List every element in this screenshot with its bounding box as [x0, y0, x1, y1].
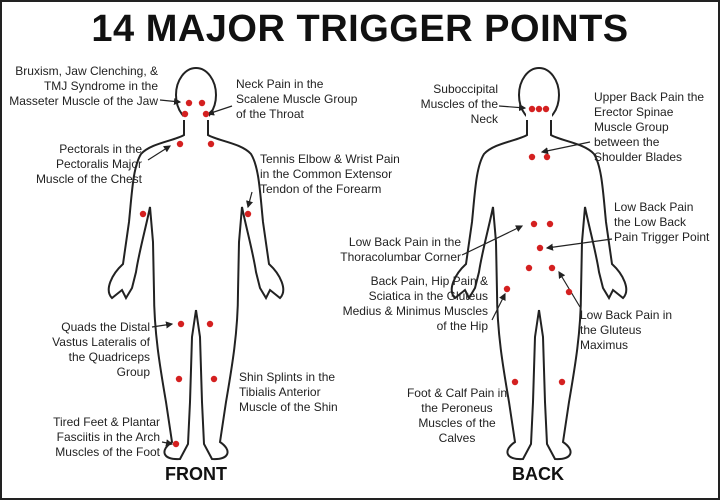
front-view-label: FRONT — [165, 464, 227, 484]
trigger-point-dot — [175, 375, 183, 383]
label-tennis-elbow: Tennis Elbow & Wrist Pain in the Common … — [260, 152, 400, 196]
trigger-point-dot — [528, 153, 536, 161]
trigger-point-dot — [202, 110, 210, 118]
back-view-label: BACK — [512, 464, 564, 484]
trigger-point-dot — [181, 110, 189, 118]
trigger-point-dot — [210, 375, 218, 383]
diagram-title: 14 MAJOR TRIGGER POINTS — [91, 8, 629, 50]
trigger-point-dot — [525, 264, 533, 272]
trigger-point-dot — [503, 285, 511, 293]
label-plantar-fasciitis: Tired Feet & Plantar Fasciitis in the Ar… — [53, 415, 160, 459]
label-jaw: Bruxism, Jaw Clenching, & TMJ Syndrome i… — [9, 64, 158, 108]
label-low-back-trigger: Low Back Pain the Low Back Pain Trigger … — [614, 200, 710, 244]
trigger-point-dot — [176, 140, 184, 148]
trigger-point-dot — [548, 264, 556, 272]
label-pectorals: Pectorals in the Pectoralis Major Muscle… — [35, 142, 142, 186]
label-thoracolumbar: Low Back Pain in the Thoracolumbar Corne… — [340, 235, 461, 264]
label-upper-back: Upper Back Pain the Erector Spinae Muscl… — [594, 90, 705, 164]
trigger-point-dot — [139, 210, 147, 218]
trigger-point-dot — [542, 105, 550, 113]
trigger-point-dot — [207, 140, 215, 148]
trigger-point-dot — [244, 210, 252, 218]
trigger-point-dot — [530, 220, 538, 228]
pointer-arrows — [147, 97, 613, 447]
trigger-point-dot — [511, 378, 519, 386]
trigger-point-dot — [536, 244, 544, 252]
trigger-point-dot — [558, 378, 566, 386]
trigger-point-dot — [185, 99, 193, 107]
label-peroneus: Foot & Calf Pain in the Peroneus Muscles… — [406, 386, 508, 445]
trigger-point-dot — [206, 320, 214, 328]
label-gluteus-medius: Back Pain, Hip Pain & Sciatica in the Gl… — [342, 274, 488, 333]
label-shin-splints: Shin Splints in the Tibialis Anterior Mu… — [239, 370, 338, 414]
trigger-point-dot — [528, 105, 536, 113]
trigger-point-dot — [543, 153, 551, 161]
trigger-point-dot — [546, 220, 554, 228]
label-gluteus-maximus: Low Back Pain in the Gluteus Maximus — [580, 308, 673, 352]
trigger-point-dot — [565, 288, 573, 296]
label-suboccipital: Suboccipital Muscles of the Neck — [420, 82, 498, 126]
trigger-point-dot — [172, 440, 180, 448]
trigger-point-dot — [535, 105, 543, 113]
trigger-point-dots — [139, 99, 573, 448]
label-quads: Quads the Distal Vastus Lateralis of the… — [52, 320, 150, 379]
trigger-point-dot — [198, 99, 206, 107]
label-neck-scalene: Neck Pain in the Scalene Muscle Group of… — [236, 77, 358, 121]
trigger-point-dot — [177, 320, 185, 328]
